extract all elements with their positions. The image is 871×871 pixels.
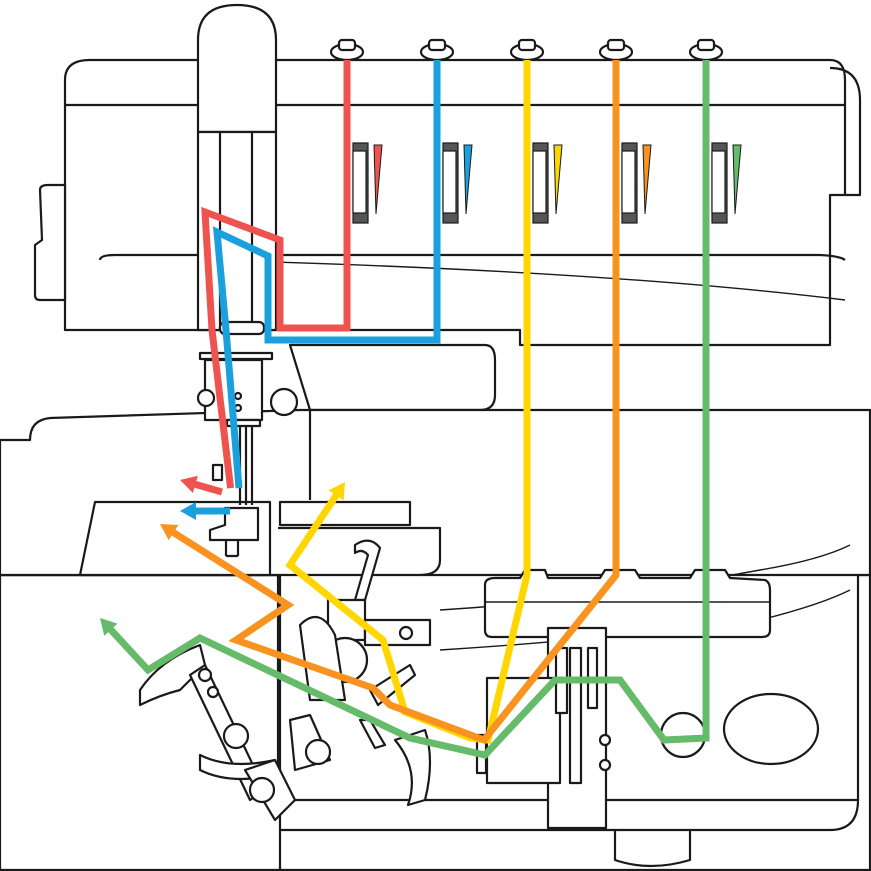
looper-mechanism xyxy=(138,539,820,830)
side-oval-button xyxy=(722,692,820,766)
clamp-screw-left xyxy=(196,388,216,408)
presser-foot xyxy=(208,506,260,542)
tension-dial-4[interactable] xyxy=(621,142,652,224)
looper-thread-guide-bar xyxy=(483,568,772,639)
lower-looper-arm xyxy=(298,615,347,702)
threads xyxy=(100,60,710,759)
thread-stand-1 xyxy=(329,38,365,62)
needle-bar-cap xyxy=(196,3,278,134)
thread-exit-left-needle xyxy=(190,479,223,496)
thread-stand-4 xyxy=(598,38,634,62)
tension-dials xyxy=(352,142,742,224)
tension-indicator-chain-looper xyxy=(732,144,742,215)
tension-indicator-left-needle xyxy=(373,144,383,215)
tension-dial-3[interactable] xyxy=(532,142,563,224)
thread-stand-2 xyxy=(419,38,455,62)
thread-path-chain-looper xyxy=(105,60,710,759)
arrow-left-needle-icon xyxy=(180,475,198,494)
tension-indicator-right-needle xyxy=(463,144,473,215)
thread-guides xyxy=(329,38,724,62)
arrow-upper-looper-icon xyxy=(328,482,345,501)
tension-indicator-upper-looper xyxy=(553,144,563,215)
tension-dial-1[interactable] xyxy=(352,142,383,224)
tension-indicator-lower-looper xyxy=(642,144,652,215)
thread-path-right-needle xyxy=(212,60,441,489)
thread-path-left-needle xyxy=(201,60,351,489)
needle-plate xyxy=(78,500,272,577)
needle-bar xyxy=(196,3,299,558)
thread-stand-3 xyxy=(509,38,545,62)
needle-clamp-screw xyxy=(269,387,299,417)
handwheel-knob xyxy=(33,183,67,302)
arrow-right-needle-icon xyxy=(180,502,196,520)
arrow-chain-looper-icon xyxy=(100,618,118,636)
tension-dial-5[interactable] xyxy=(711,142,742,224)
stitch-finger-cover xyxy=(278,500,412,527)
needle-guide xyxy=(218,320,266,336)
front-arm xyxy=(288,343,497,412)
tension-dial-2[interactable] xyxy=(442,142,473,224)
presser-bar-plate xyxy=(198,351,274,361)
thread-stand-5 xyxy=(688,38,724,62)
thread-path-lower-looper xyxy=(168,60,620,745)
arrow-lower-looper-icon xyxy=(160,524,179,541)
